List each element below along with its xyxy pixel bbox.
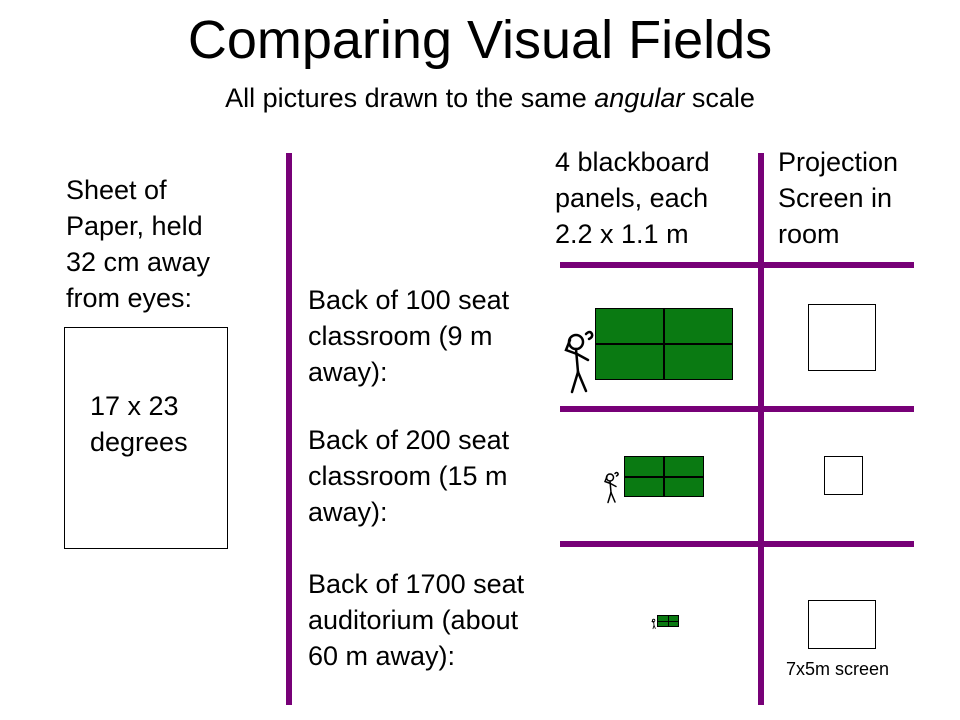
stick-figure-icon — [564, 330, 594, 394]
projection-header: Projection Screen in room — [778, 147, 899, 249]
row-divider-1 — [560, 262, 914, 268]
blackboard-panels-200-seat — [624, 456, 704, 497]
blackboard-panel — [665, 477, 703, 496]
stick-figure-icon — [604, 471, 619, 504]
divider-left — [286, 153, 292, 705]
subtitle-after: scale — [684, 83, 755, 113]
row-label-1700-seat: Back of 1700 seat auditorium (about 60 m… — [308, 569, 525, 671]
projection-screen-1700-seat — [808, 600, 876, 649]
subtitle-emphasis: angular — [594, 83, 685, 113]
row-divider-2 — [560, 406, 914, 412]
screen-size-note: 7x5m screen — [786, 659, 890, 679]
blackboard-panel — [658, 621, 668, 626]
paper-sheet-box — [64, 327, 228, 549]
blackboard-panel — [658, 616, 668, 621]
blackboard-panel — [665, 309, 732, 343]
stick-figure-icon — [651, 618, 656, 630]
row-label-100-seat: Back of 100 seat classroom (9 m away): — [308, 285, 510, 387]
blackboard-panel — [668, 621, 678, 626]
row-divider-3 — [560, 541, 914, 547]
blackboard-panel — [665, 345, 732, 379]
blackboard-panel — [596, 345, 663, 379]
projection-screen-100-seat — [808, 304, 876, 371]
page-subtitle: All pictures drawn to the same angular s… — [0, 82, 960, 114]
blackboard-panel — [668, 616, 678, 621]
blackboard-panels-1700-seat — [657, 615, 679, 627]
paper-size-text: 17 x 23 degrees — [90, 391, 188, 457]
blackboard-panel — [665, 457, 703, 476]
divider-right — [758, 153, 764, 705]
blackboard-panel — [625, 457, 663, 476]
blackboard-panel — [596, 309, 663, 343]
subtitle-before: All pictures drawn to the same — [225, 83, 595, 113]
blackboard-panel — [625, 477, 663, 496]
blackboard-panels-100-seat — [595, 308, 733, 380]
row-label-200-seat: Back of 200 seat classroom (15 m away): — [308, 425, 510, 527]
paper-label: Sheet of Paper, held 32 cm away from eye… — [66, 175, 211, 313]
projection-screen-200-seat — [824, 456, 863, 495]
page-title: Comparing Visual Fields — [187, 10, 773, 70]
blackboard-header: 4 blackboard panels, each 2.2 x 1.1 m — [555, 147, 710, 249]
